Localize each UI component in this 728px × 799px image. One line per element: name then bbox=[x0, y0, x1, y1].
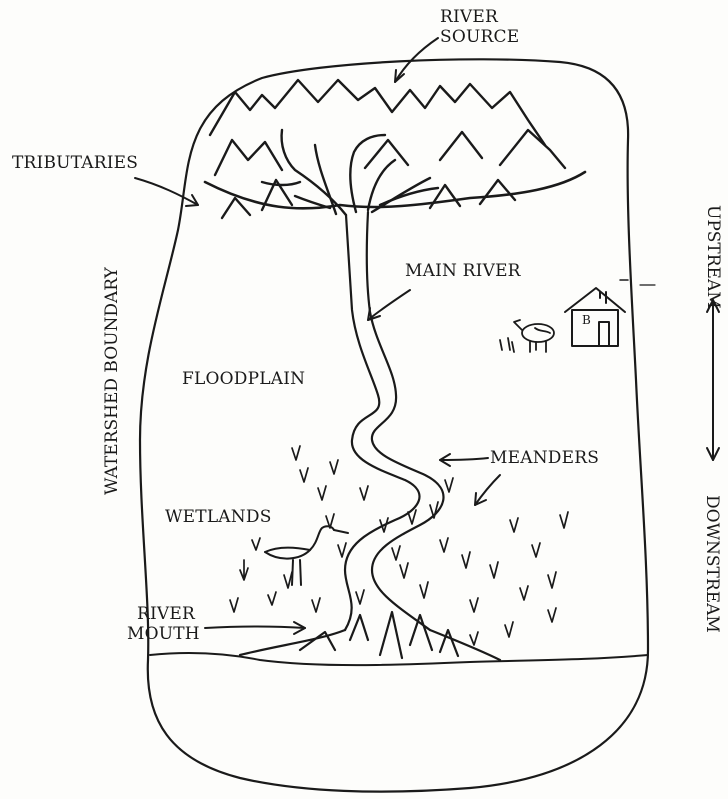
tributary-branches bbox=[262, 130, 438, 215]
house-icon bbox=[565, 288, 625, 346]
label-wetlands: WETLANDS bbox=[165, 508, 272, 528]
grass-tufts bbox=[230, 446, 568, 645]
label-floodplain: FLOODPLAIN bbox=[182, 370, 305, 390]
cow-icon bbox=[500, 320, 554, 352]
arrow-main-river bbox=[368, 290, 410, 320]
arrow-meanders bbox=[440, 458, 488, 460]
coastline bbox=[150, 653, 648, 665]
label-river-mouth: RIVER MOUTH bbox=[127, 605, 200, 644]
mountains bbox=[210, 80, 565, 218]
label-main-river: MAIN RIVER bbox=[405, 262, 521, 282]
label-tributaries: TRIBUTARIES bbox=[12, 154, 138, 174]
arrow-tributaries bbox=[135, 178, 198, 205]
label-river-source: RIVER SOURCE bbox=[440, 8, 519, 47]
label-upstream: UPSTREAM bbox=[703, 205, 723, 295]
label-watershed-boundary: WATERSHED BOUNDARY bbox=[102, 295, 122, 495]
tributary-ridge bbox=[205, 172, 585, 208]
house-letter: B bbox=[582, 314, 591, 328]
arrow-river-mouth bbox=[205, 627, 305, 629]
delta-channels bbox=[240, 612, 500, 660]
heron-icon bbox=[265, 526, 348, 585]
label-meanders: MEANDERS bbox=[490, 449, 599, 469]
watershed-boundary-line bbox=[140, 59, 648, 791]
double-arrow-icon bbox=[707, 300, 719, 460]
label-downstream: DOWNSTREAM bbox=[702, 495, 722, 615]
